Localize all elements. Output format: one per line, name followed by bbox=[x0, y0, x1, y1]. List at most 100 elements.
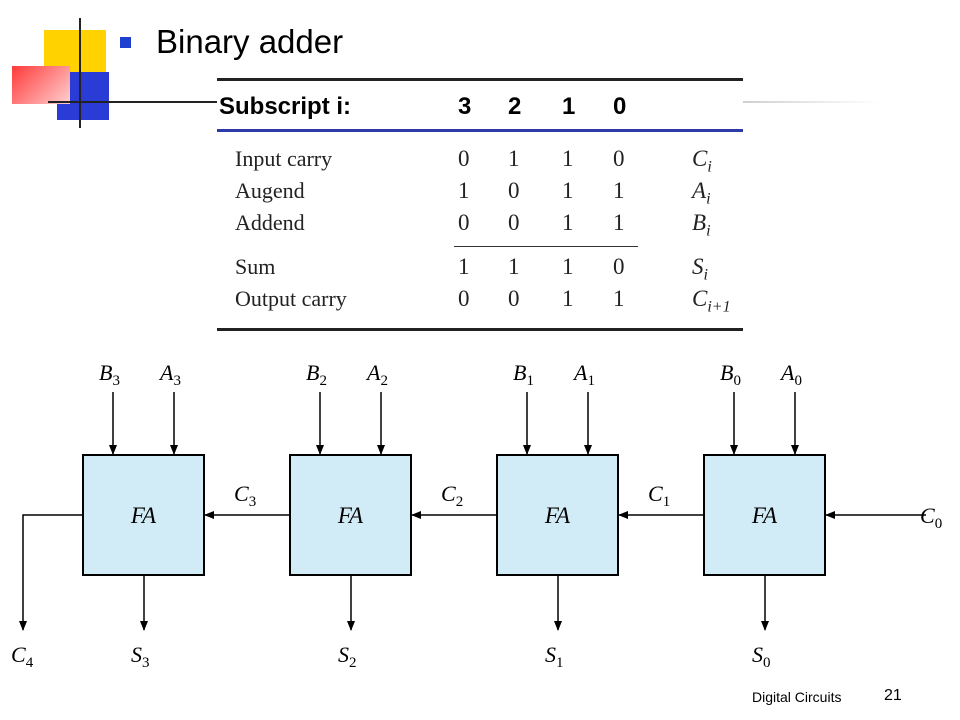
carry-label: C3 bbox=[234, 481, 256, 510]
table-cell: 1 bbox=[562, 254, 574, 279]
table-header-rule bbox=[217, 129, 743, 132]
table-cell: 1 bbox=[613, 210, 625, 235]
table-row-label: Output carry bbox=[235, 286, 347, 311]
carry-label-letter: C bbox=[441, 481, 456, 506]
symbol-subscript: i+1 bbox=[707, 298, 731, 316]
input-a-label: A2 bbox=[365, 360, 388, 389]
input-b-label-subscript: 2 bbox=[319, 373, 327, 389]
bullet-icon bbox=[120, 36, 131, 48]
table-cell: 1 bbox=[562, 146, 574, 171]
table-row-label: Addend bbox=[235, 210, 305, 235]
carry-label: C2 bbox=[441, 481, 463, 510]
table-header-value: 2 bbox=[508, 93, 522, 120]
sum-output-label-subscript: 2 bbox=[349, 655, 357, 671]
input-a-label-subscript: 2 bbox=[380, 373, 388, 389]
full-adder-label: FA bbox=[337, 503, 364, 528]
symbol-letter: A bbox=[692, 178, 707, 203]
sum-output-label-letter: S bbox=[131, 642, 142, 667]
table-bottom-rule bbox=[217, 328, 743, 331]
table-row-symbol: Ai bbox=[692, 178, 711, 209]
table-cell: 0 bbox=[458, 210, 470, 235]
input-b-label-subscript: 0 bbox=[733, 373, 741, 389]
table-row-symbol: Si bbox=[692, 254, 708, 285]
table-header-value: 1 bbox=[562, 93, 576, 120]
table-cell: 1 bbox=[562, 286, 574, 311]
table-row-label: Augend bbox=[235, 178, 305, 203]
input-b-label-subscript: 1 bbox=[526, 373, 534, 389]
sum-output-label: S3 bbox=[131, 642, 150, 671]
table-cell: 0 bbox=[613, 254, 625, 279]
table-row-symbol: Ci+1 bbox=[692, 286, 731, 317]
table-cell: 1 bbox=[613, 286, 625, 311]
symbol-subscript: i bbox=[707, 158, 712, 176]
carry-out-arrow bbox=[19, 514, 83, 631]
table-row-label: Sum bbox=[235, 254, 276, 279]
sum-output-label-subscript: 3 bbox=[142, 655, 150, 671]
full-adder-block bbox=[703, 454, 826, 576]
symbol-letter: C bbox=[692, 146, 708, 171]
table-header-value: 0 bbox=[613, 93, 627, 120]
input-b-label: B1 bbox=[513, 360, 534, 389]
sum-output-label-letter: S bbox=[338, 642, 349, 667]
table-cell: 0 bbox=[458, 146, 470, 171]
carry-out-label-letter: C bbox=[11, 642, 26, 667]
symbol-subscript: i bbox=[703, 266, 708, 284]
carry-label-subscript: 1 bbox=[663, 494, 671, 510]
sum-output-label: S2 bbox=[338, 642, 357, 671]
input-b-label: B2 bbox=[306, 360, 327, 389]
carry-label: C1 bbox=[648, 481, 670, 510]
carry-out-label-subscript: 4 bbox=[26, 655, 34, 671]
carry-label-letter: C bbox=[648, 481, 663, 506]
carry-in-label-letter: C bbox=[920, 503, 935, 528]
input-a-label-subscript: 3 bbox=[173, 373, 181, 389]
input-a-label: A3 bbox=[158, 360, 181, 389]
input-a-label-subscript: 1 bbox=[587, 373, 595, 389]
table-cell: 1 bbox=[458, 254, 470, 279]
carry-label-letter: C bbox=[234, 481, 249, 506]
carry-out-label: C4 bbox=[11, 642, 34, 671]
table-cell: 1 bbox=[613, 178, 625, 203]
full-adder-label: FA bbox=[130, 503, 157, 528]
symbol-subscript: i bbox=[706, 190, 711, 208]
table-row-symbol: Bi bbox=[692, 210, 711, 241]
sum-output-label: S1 bbox=[545, 642, 564, 671]
footer-label: Digital Circuits bbox=[752, 689, 842, 705]
input-b-label-letter: B bbox=[99, 360, 112, 385]
table-cell: 1 bbox=[458, 178, 470, 203]
symbol-letter: S bbox=[692, 254, 704, 279]
table-cell: 1 bbox=[562, 178, 574, 203]
table-cell: 1 bbox=[508, 254, 520, 279]
carry-label-subscript: 2 bbox=[456, 494, 464, 510]
sum-output-label-subscript: 1 bbox=[556, 655, 564, 671]
carry-label-subscript: 3 bbox=[249, 494, 257, 510]
table-row-label: Input carry bbox=[235, 146, 333, 171]
table-header-label: Subscript i: bbox=[219, 93, 352, 120]
table-cell: 0 bbox=[613, 146, 625, 171]
full-adder-label: FA bbox=[751, 503, 778, 528]
table-top-rule bbox=[217, 78, 743, 81]
title-row: Binary adder bbox=[120, 22, 343, 62]
table-cell: 0 bbox=[508, 210, 520, 235]
symbol-subscript: i bbox=[706, 222, 711, 240]
input-b-label-subscript: 3 bbox=[112, 373, 120, 389]
symbol-letter: B bbox=[692, 210, 707, 235]
sum-output-label-subscript: 0 bbox=[763, 655, 771, 671]
input-b-label: B0 bbox=[720, 360, 741, 389]
decor-vertical-line bbox=[79, 18, 81, 128]
symbol-letter: C bbox=[692, 286, 708, 311]
table-cell: 0 bbox=[508, 178, 520, 203]
input-a-label: A1 bbox=[572, 360, 595, 389]
input-a-label-letter: A bbox=[158, 360, 174, 385]
full-adder-block bbox=[289, 454, 412, 576]
table-cell: 1 bbox=[508, 146, 520, 171]
decor-fade-line bbox=[740, 101, 880, 103]
input-a-label-letter: A bbox=[572, 360, 588, 385]
input-b-label: B3 bbox=[99, 360, 120, 389]
input-a-label-subscript: 0 bbox=[794, 373, 802, 389]
decor-square-red bbox=[12, 66, 70, 104]
sum-output-label-letter: S bbox=[752, 642, 763, 667]
carry-in-label: C0 bbox=[920, 503, 942, 532]
table-row-symbol: Ci bbox=[692, 146, 712, 177]
